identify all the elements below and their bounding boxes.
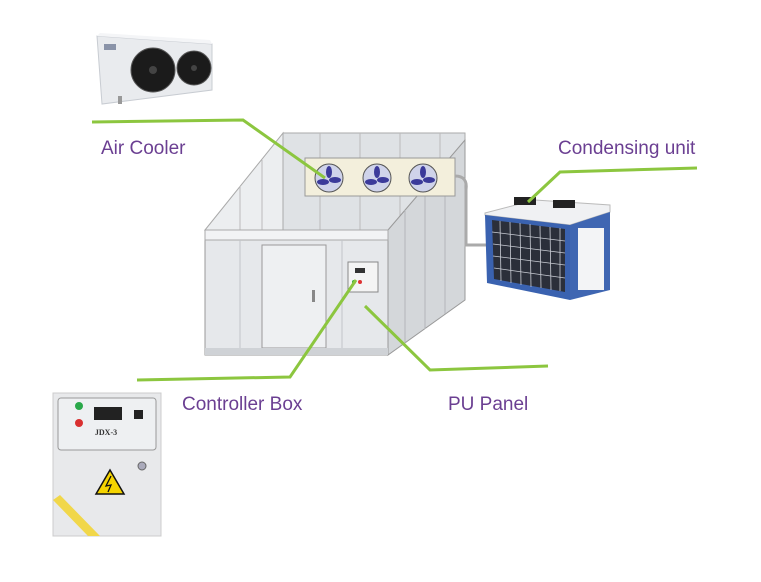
air-cooler-image [96,33,213,105]
condensing-unit-leader [526,166,698,204]
controller-box-label: Controller Box [182,394,303,415]
controller-box-leader [136,279,358,382]
controller-box-image: JDX-3 [52,392,162,537]
pu-panel-label: PU Panel [448,394,529,415]
air-cooler-leader [91,118,326,180]
condensing-unit-label: Condensing unit [558,138,696,159]
pu-panel-leader [363,304,549,372]
cold-room-image [203,131,490,356]
evaporator-fans [314,163,438,193]
condensing-unit-image [484,197,611,300]
leader-lines [91,118,698,382]
condenser-grille [491,220,566,291]
controller-model-marking: JDX-3 [95,428,117,437]
air-cooler-label: Air Cooler [101,138,186,159]
